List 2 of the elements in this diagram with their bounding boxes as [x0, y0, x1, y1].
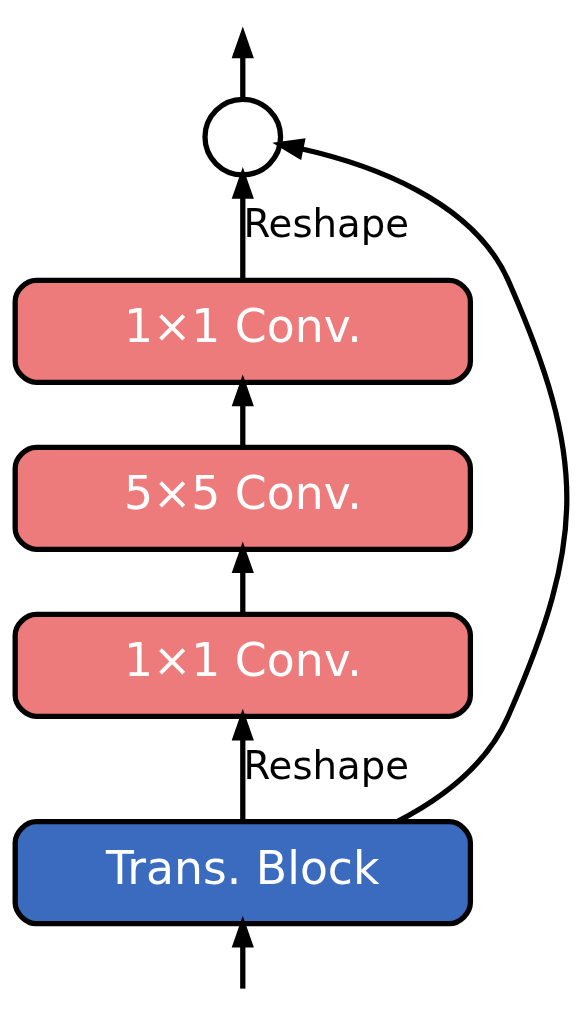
edge-label: Reshape [243, 201, 410, 247]
edge-label: Reshape [243, 742, 410, 788]
